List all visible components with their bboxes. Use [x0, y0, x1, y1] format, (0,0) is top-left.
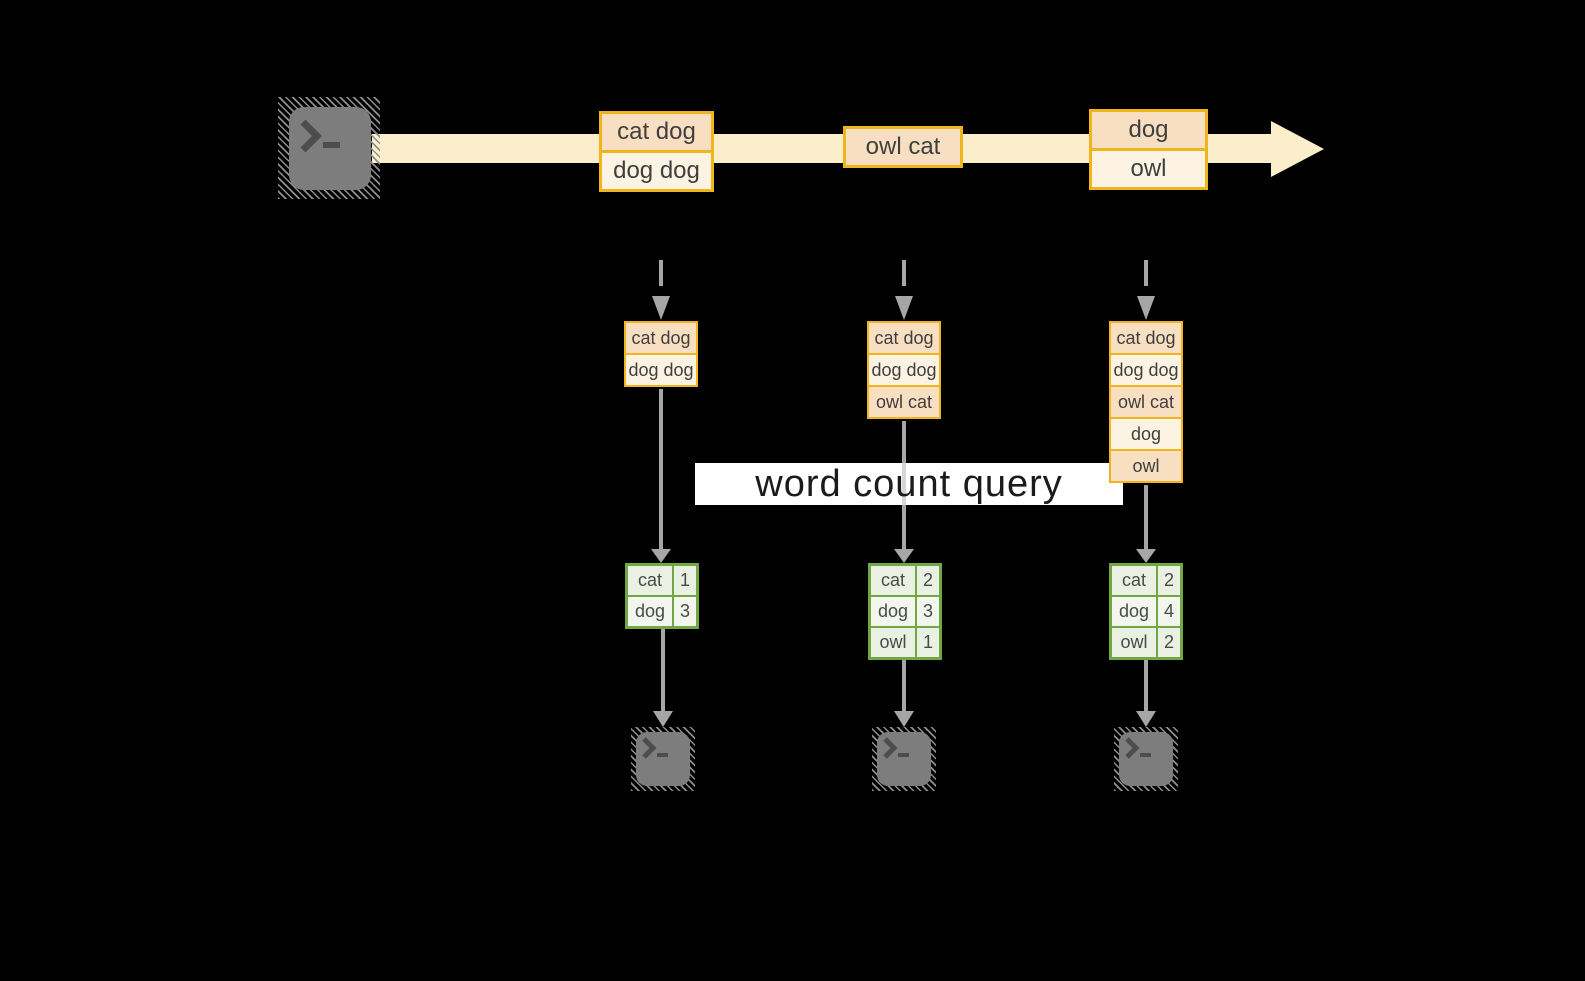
batch-line: cat dog	[602, 114, 711, 150]
stream-batch-2: owl cat	[843, 126, 963, 168]
state-line: dog dog	[1111, 355, 1181, 385]
count-value: 3	[917, 597, 939, 626]
terminal-prompt-glyph	[883, 737, 909, 759]
count-word: dog	[1112, 597, 1156, 626]
terminal-prompt-glyph	[642, 737, 668, 759]
batch-line: dog	[1092, 112, 1205, 148]
count-word: owl	[871, 628, 915, 657]
count-value: 3	[674, 597, 696, 626]
count-value: 2	[917, 566, 939, 595]
count-word: cat	[628, 566, 672, 595]
batch-line: owl cat	[846, 129, 960, 165]
count-word: cat	[1112, 566, 1156, 595]
count-word: cat	[871, 566, 915, 595]
query-label-text: word count query	[755, 462, 1063, 505]
count-word: dog	[628, 597, 672, 626]
arrow-pass-through	[902, 463, 906, 505]
stream-batch-1: cat dog dog dog	[599, 111, 714, 192]
terminal-prompt-glyph	[1125, 737, 1151, 759]
terminal-prompt-glyph	[300, 119, 340, 153]
terminal-icon	[877, 732, 931, 786]
stream-source-terminal-icon	[278, 97, 380, 199]
state-line: owl cat	[1111, 387, 1181, 417]
count-word: owl	[1112, 628, 1156, 657]
stream-arrow-head	[1271, 121, 1324, 177]
state-stack-1: cat dog dog dog	[624, 321, 698, 387]
state-line: dog dog	[626, 355, 696, 385]
count-value: 1	[674, 566, 696, 595]
batch-line: owl	[1092, 151, 1205, 187]
stream-batch-3: dog owl	[1089, 109, 1208, 190]
state-line: owl cat	[869, 387, 939, 417]
sink-terminal-icon-1	[631, 727, 695, 791]
count-table-1: cat 1 dog 3	[625, 563, 699, 629]
query-label: word count query	[695, 463, 1123, 505]
count-table-2: cat 2 dog 3 owl 1	[868, 563, 942, 660]
state-line: dog dog	[869, 355, 939, 385]
count-word: dog	[871, 597, 915, 626]
state-stack-3: cat dog dog dog owl cat dog owl	[1109, 321, 1183, 483]
terminal-icon	[636, 732, 690, 786]
count-value: 1	[917, 628, 939, 657]
state-stack-2: cat dog dog dog owl cat	[867, 321, 941, 419]
terminal-icon	[1119, 732, 1173, 786]
count-value: 2	[1158, 628, 1180, 657]
count-table-3: cat 2 dog 4 owl 2	[1109, 563, 1183, 660]
count-value: 2	[1158, 566, 1180, 595]
terminal-icon	[289, 107, 371, 190]
state-line: cat dog	[1111, 323, 1181, 353]
batch-line: dog dog	[602, 153, 711, 189]
count-value: 4	[1158, 597, 1180, 626]
sink-terminal-icon-2	[872, 727, 936, 791]
state-line: dog	[1111, 419, 1181, 449]
state-line: cat dog	[626, 323, 696, 353]
state-line: owl	[1111, 451, 1181, 481]
state-line: cat dog	[869, 323, 939, 353]
sink-terminal-icon-3	[1114, 727, 1178, 791]
